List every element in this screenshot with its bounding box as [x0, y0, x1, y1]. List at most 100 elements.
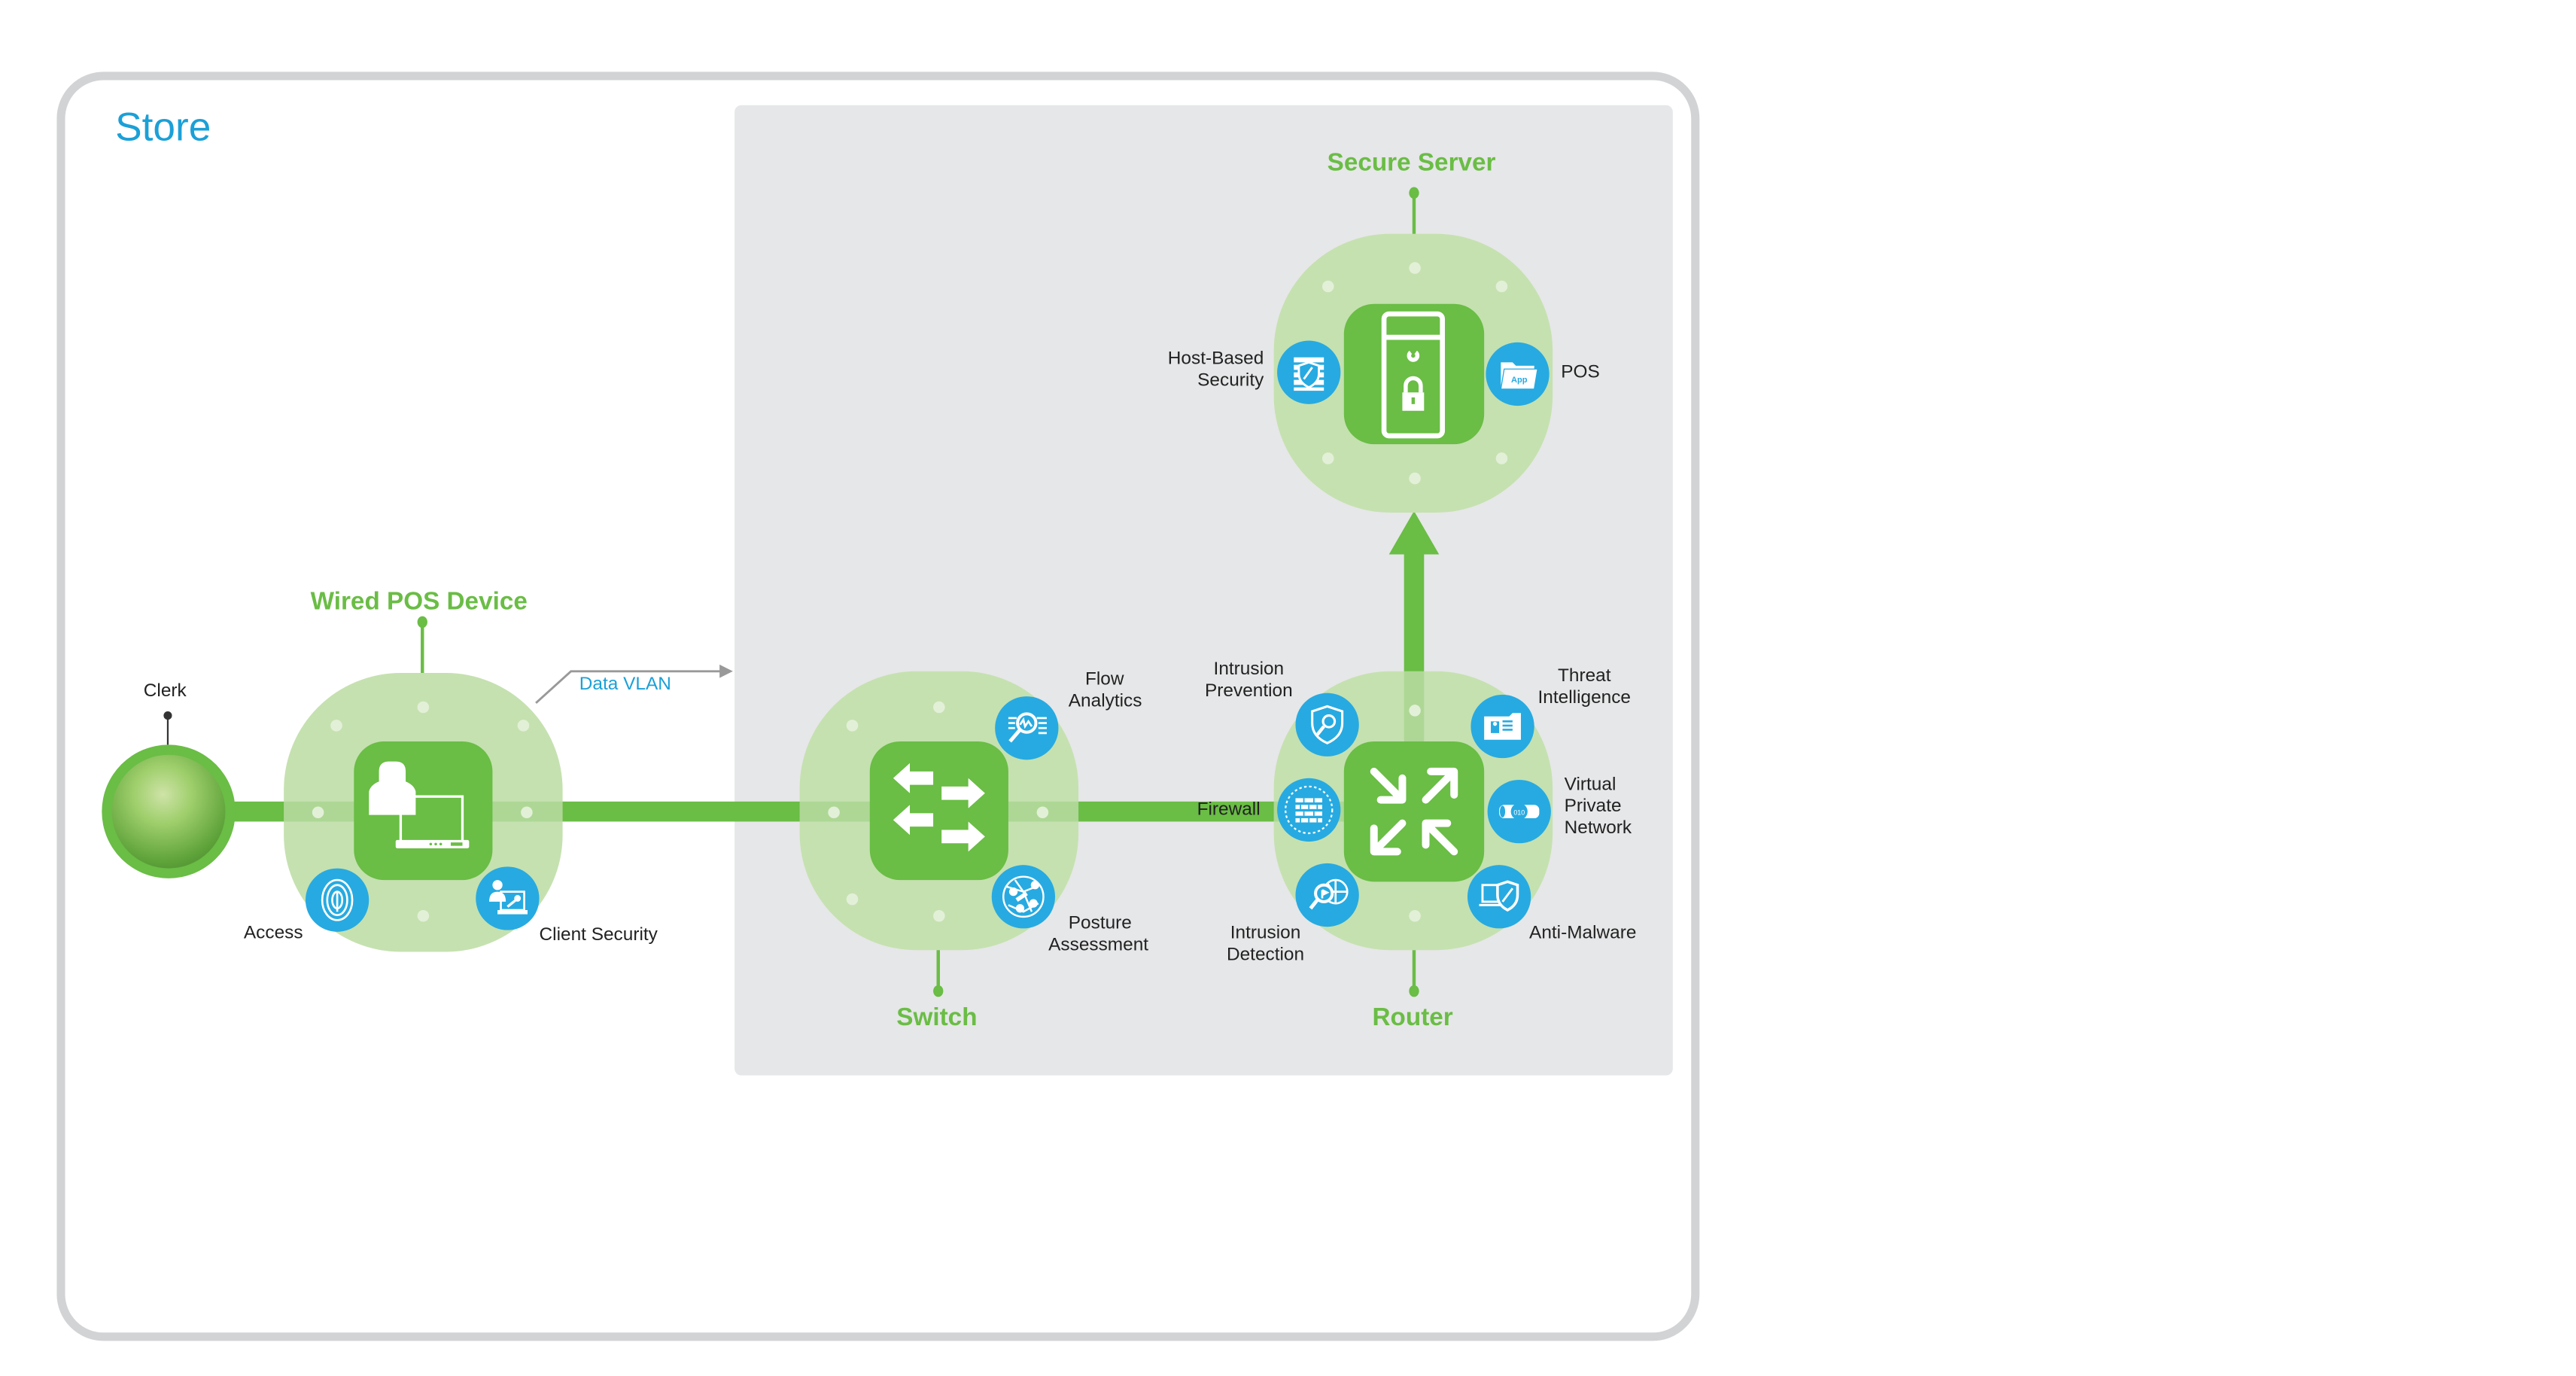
node-dot	[933, 910, 945, 922]
clerk-connector	[166, 714, 169, 745]
label-line: Flow	[1084, 669, 1124, 690]
node-dot	[330, 720, 342, 732]
stem-dot	[1409, 985, 1419, 997]
fingerprint-icon	[321, 878, 354, 921]
access-label: Access	[243, 923, 303, 944]
pos-terminal-core[interactable]	[354, 741, 493, 881]
switch-title: Switch	[896, 1003, 978, 1032]
router-arrows-icon	[1370, 767, 1458, 856]
node-dot	[1036, 806, 1049, 819]
node-dot	[828, 806, 840, 819]
node-dot	[933, 701, 945, 714]
node-dot	[846, 720, 859, 732]
access-badge[interactable]	[305, 868, 370, 932]
node-dot	[1409, 705, 1421, 717]
client-security-label: Client Security	[539, 924, 658, 945]
threat-intelligence-label: Threat Intelligence	[1536, 666, 1633, 710]
shield-search-icon	[1311, 705, 1344, 744]
pos-label: POS	[1561, 362, 1600, 383]
posture-assessment-icon	[1002, 875, 1045, 918]
firewall-badge[interactable]	[1277, 778, 1341, 842]
arrow-up-icon	[1388, 510, 1440, 555]
firewall-icon	[1285, 785, 1334, 835]
posture-assessment-badge[interactable]	[991, 865, 1056, 929]
node-dot	[846, 893, 859, 906]
host-firewall-icon	[1294, 357, 1324, 391]
intrusion-prevention-badge[interactable]	[1295, 693, 1359, 756]
clerk-label: Clerk	[143, 681, 187, 702]
flow-analytics-icon	[1008, 712, 1047, 743]
user-laptop-key-icon	[488, 880, 528, 915]
intrusion-detection-badge[interactable]	[1295, 863, 1359, 927]
label-line: Intrusion	[1230, 923, 1301, 944]
anti-malware-badge[interactable]	[1467, 865, 1531, 929]
host-based-security-badge[interactable]	[1277, 340, 1341, 404]
anti-malware-icon	[1479, 880, 1519, 912]
secure-server-stem	[1412, 192, 1416, 236]
firewall-label: Firewall	[1197, 799, 1261, 820]
data-vlan-arrow	[535, 664, 733, 705]
label-line: Posture	[1068, 913, 1132, 934]
data-vlan-label: Data VLAN	[579, 674, 671, 695]
vpn-tunnel-icon: 010	[1499, 803, 1540, 820]
pos-terminal-icon	[369, 761, 470, 848]
wired-pos-title: Wired POS Device	[310, 587, 528, 616]
label-line: Host-Based	[1167, 349, 1264, 370]
node-dot	[521, 806, 533, 819]
client-security-badge[interactable]	[476, 866, 540, 930]
switch-core[interactable]	[869, 741, 1008, 881]
label-line: Intelligence	[1537, 687, 1631, 708]
label-line: Network	[1564, 818, 1632, 839]
vpn-label: Virtual Private Network	[1565, 775, 1632, 840]
host-based-security-label: Host-Based Security	[1152, 349, 1264, 393]
intrusion-detection-label: Intrusion Detection	[1222, 924, 1309, 967]
node-dot	[1495, 280, 1508, 293]
label-line: Private	[1564, 796, 1622, 817]
node-dot	[1321, 280, 1334, 293]
node-dot	[517, 720, 530, 732]
server-core[interactable]	[1343, 303, 1485, 445]
wired-pos-stem	[421, 621, 424, 675]
stem-dot	[417, 616, 427, 629]
router-title: Router	[1372, 1003, 1453, 1032]
app-folder-icon: App	[1500, 362, 1538, 390]
vpn-badge[interactable]: 010	[1487, 779, 1551, 844]
secure-server-title: Secure Server	[1327, 148, 1496, 178]
node-dot	[1409, 910, 1421, 922]
threat-intelligence-badge[interactable]	[1470, 694, 1534, 759]
threat-intelligence-icon	[1484, 713, 1521, 740]
clerk-connector-dot	[163, 711, 172, 720]
node-dot	[1409, 262, 1421, 274]
pos-app-badge[interactable]: App	[1486, 342, 1550, 406]
node-dot	[1321, 452, 1334, 464]
label-line: Intrusion	[1213, 659, 1285, 680]
app-text: App	[1511, 376, 1528, 385]
clerk-avatar	[102, 744, 236, 878]
label-line: Threat	[1557, 666, 1611, 686]
router-core[interactable]	[1343, 741, 1485, 882]
node-dot	[417, 701, 430, 714]
flow-analytics-label: Flow Analytics	[1069, 670, 1142, 714]
intrusion-detection-icon	[1309, 878, 1349, 910]
posture-assessment-label: Posture Assessment	[1048, 913, 1148, 957]
svg-text:010: 010	[1513, 809, 1525, 817]
stem-dot	[933, 985, 944, 997]
label-line: Analytics	[1068, 691, 1142, 712]
label-line: Virtual	[1564, 775, 1616, 795]
switch-stem	[936, 950, 940, 991]
switch-arrows-icon	[893, 763, 985, 852]
node-dot	[312, 806, 324, 819]
label-line: Detection	[1226, 945, 1305, 966]
node-dot	[1495, 452, 1508, 464]
router-stem	[1412, 950, 1416, 991]
node-dot	[417, 910, 430, 922]
store-title: Store	[115, 105, 211, 151]
flow-analytics-badge[interactable]	[995, 696, 1059, 760]
label-line: Assessment	[1048, 935, 1149, 955]
label-line: Prevention	[1205, 681, 1293, 702]
label-line: Security	[1197, 370, 1264, 391]
locked-server-icon	[1381, 311, 1446, 439]
anti-malware-label: Anti-Malware	[1529, 923, 1637, 944]
node-dot	[1409, 472, 1421, 485]
intrusion-prevention-label: Intrusion Prevention	[1202, 659, 1295, 703]
